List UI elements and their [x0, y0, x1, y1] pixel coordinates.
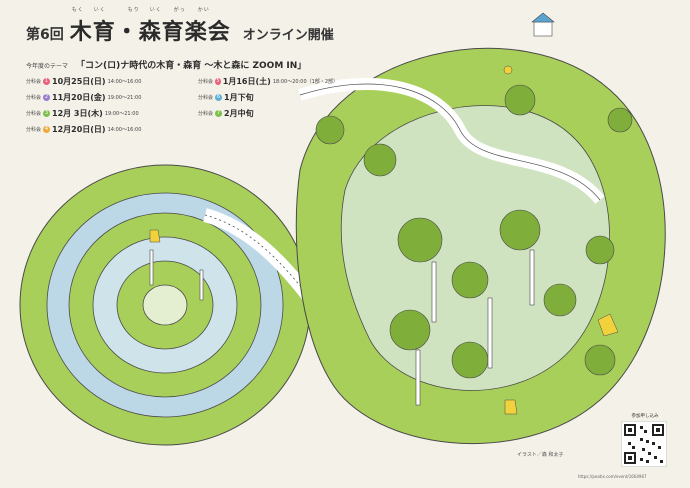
session-time: 19:00〜21:00 — [104, 111, 139, 117]
session-schedule: 分科会 1 10月25日(日) 14:00〜16:00 分科会 5 1月16日(… — [26, 76, 338, 135]
session-label: 分科会 — [198, 111, 214, 117]
ruby-gak: がっ — [173, 7, 186, 13]
session-time: 14:00〜16:00 — [107, 79, 142, 85]
event-title: もく いく もり いく がっ かい 木育・森育楽会 — [69, 7, 231, 46]
registration-label: 参加申し込み — [631, 414, 659, 419]
online-label: オンライン開催 — [242, 28, 334, 43]
session-time: 14:00〜16:00 — [107, 127, 142, 133]
theme-text: 「コン(ロ)ナ時代の木育・森育 ～木と森に ZOOM IN」 — [76, 61, 307, 71]
session-label: 分科会 — [26, 127, 42, 133]
title-block: 第6回 もく いく もり いく がっ かい 木育・森育楽会 オンライン開催 — [26, 7, 334, 46]
session-number-badge: 4 — [43, 126, 51, 133]
event-title-text: 木育・森育楽会 — [69, 20, 231, 45]
session-date: 1月下旬 — [224, 93, 254, 102]
ruby-kai: かい — [197, 7, 210, 13]
session-item: 分科会 1 10月25日(日) 14:00〜16:00 — [26, 76, 198, 87]
session-number-badge: 7 — [215, 110, 223, 117]
session-date: 11月20日(金) — [52, 93, 106, 102]
house-icon — [531, 12, 555, 37]
session-item: 分科会 3 12月 3日(木) 19:00〜21:00 — [26, 108, 198, 119]
illustration-credit: イラスト／森 和太子 — [517, 452, 564, 458]
yellow-accents — [149, 65, 619, 415]
ruby-moku: もく — [71, 7, 84, 13]
session-item: 分科会 5 1月16日(土) 18:00〜20:00（1部・2部） — [198, 76, 338, 87]
ruby-iku-2: いく — [149, 7, 162, 13]
session-date: 12月 3日(木) — [52, 109, 103, 118]
ruby-iku-1: いく — [93, 7, 106, 13]
session-label: 分科会 — [198, 79, 214, 85]
edition-label: 第6回 — [26, 27, 64, 43]
left-loop — [19, 164, 311, 446]
session-label: 分科会 — [26, 95, 42, 101]
session-number-badge: 2 — [43, 94, 51, 101]
session-label: 分科会 — [26, 79, 42, 85]
theme-row: 今年度のテーマ 「コン(ロ)ナ時代の木育・森育 ～木と森に ZOOM IN」 — [26, 58, 306, 71]
session-number-badge: 3 — [43, 110, 51, 117]
session-date: 12月20日(日) — [52, 125, 106, 134]
session-item: 分科会 6 1月下旬 — [198, 92, 338, 103]
qr-code-icon[interactable] — [621, 421, 667, 467]
session-item: 分科会 4 12月20日(日) 14:00〜16:00 — [26, 124, 198, 135]
session-number-badge: 6 — [215, 94, 223, 101]
session-date: 2月中旬 — [224, 109, 254, 118]
session-number-badge: 5 — [215, 78, 221, 85]
session-date: 10月25日(日) — [52, 77, 106, 86]
session-label: 分科会 — [26, 111, 42, 117]
registration-qr-block: 参加申し込み — [621, 413, 669, 467]
session-time: 19:00〜21:00 — [107, 95, 142, 101]
session-item: 分科会 7 2月中旬 — [198, 108, 338, 119]
theme-label: 今年度のテーマ — [26, 63, 69, 70]
trees — [315, 84, 633, 379]
ruby-mori: もり — [127, 7, 140, 13]
session-time: 18:00〜20:00（1部・2部） — [272, 79, 338, 85]
session-item: 分科会 2 11月20日(金) 19:00〜21:00 — [26, 92, 198, 103]
session-date: 1月16日(土) — [222, 77, 271, 86]
tree-trunks — [149, 249, 535, 406]
session-number-badge: 1 — [43, 78, 51, 85]
event-url[interactable]: https://peatix.com/event/1664967 — [578, 474, 647, 479]
session-label: 分科会 — [198, 95, 214, 101]
